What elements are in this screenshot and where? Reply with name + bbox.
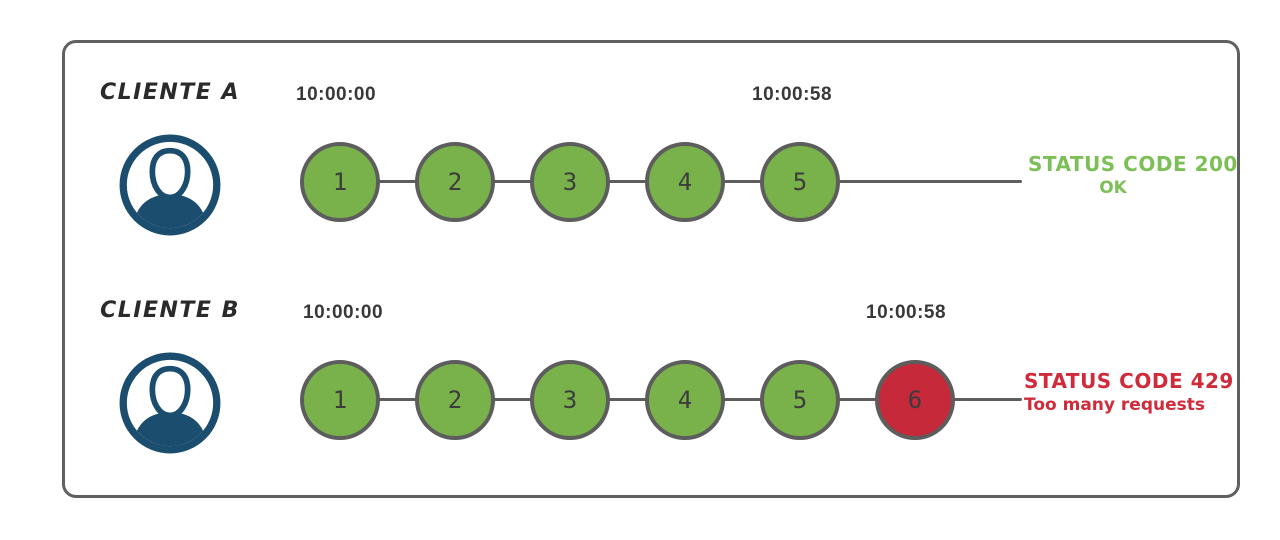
client-a-start-timestamp: 10:00:00 bbox=[296, 84, 377, 105]
request-circle: 4 bbox=[645, 360, 725, 440]
status-message-text: Too many requests bbox=[1024, 395, 1205, 415]
request-circle-rejected: 6 bbox=[875, 360, 955, 440]
request-number: 5 bbox=[792, 386, 808, 414]
request-number: 3 bbox=[562, 386, 578, 414]
client-b-end-timestamp: 10:00:58 bbox=[866, 302, 947, 323]
request-circle: 5 bbox=[760, 360, 840, 440]
request-circle: 4 bbox=[645, 142, 725, 222]
status-message-text: OK bbox=[1099, 178, 1127, 198]
request-number: 2 bbox=[447, 168, 463, 196]
status-code-text: STATUS CODE 200 bbox=[1028, 152, 1238, 176]
request-number: 5 bbox=[792, 168, 808, 196]
request-number: 6 bbox=[907, 386, 923, 414]
request-circle: 1 bbox=[300, 142, 380, 222]
client-a-end-timestamp: 10:00:58 bbox=[752, 84, 833, 105]
request-circle: 2 bbox=[415, 360, 495, 440]
request-number: 1 bbox=[332, 168, 348, 196]
request-number: 3 bbox=[562, 168, 578, 196]
client-a-label: CLIENTE A bbox=[99, 80, 240, 105]
diagram-frame bbox=[62, 40, 1240, 498]
request-circle: 5 bbox=[760, 142, 840, 222]
client-b-label: CLIENTE B bbox=[100, 298, 240, 323]
request-circle: 3 bbox=[530, 360, 610, 440]
request-number: 4 bbox=[677, 386, 693, 414]
client-b-start-timestamp: 10:00:00 bbox=[303, 302, 384, 323]
request-number: 2 bbox=[447, 386, 463, 414]
client-b-status: STATUS CODE 429 Too many requests bbox=[1024, 369, 1234, 417]
request-circle: 3 bbox=[530, 142, 610, 222]
request-number: 4 bbox=[677, 168, 693, 196]
status-code-text: STATUS CODE 429 bbox=[1024, 369, 1234, 393]
client-b-user-icon bbox=[119, 352, 221, 454]
request-circle: 1 bbox=[300, 360, 380, 440]
client-a-status: STATUS CODE 200 OK bbox=[1028, 152, 1238, 200]
request-number: 1 bbox=[332, 386, 348, 414]
client-a-user-icon bbox=[119, 134, 221, 236]
request-circle: 2 bbox=[415, 142, 495, 222]
